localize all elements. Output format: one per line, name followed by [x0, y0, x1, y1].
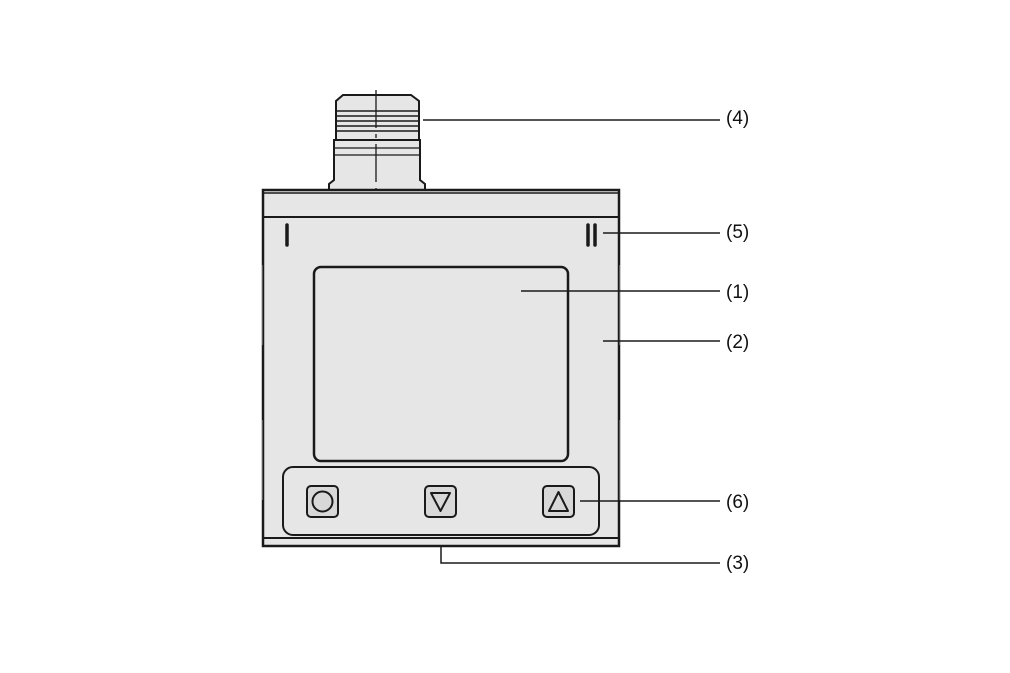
status-leds [285, 223, 597, 247]
down-button[interactable] [424, 485, 457, 518]
callout-label-3: (3) [726, 553, 749, 574]
triangle-down-icon [430, 492, 451, 512]
connector [328, 94, 426, 191]
callout-label-4: (4) [726, 108, 749, 129]
leader-lines [423, 119, 720, 564]
connector-cap [335, 94, 420, 141]
mode-button[interactable] [306, 485, 339, 518]
callout-label-2: (2) [726, 332, 749, 353]
triangle-up-icon [548, 491, 569, 512]
leader-line-3 [440, 546, 720, 564]
callout-label-6: (6) [726, 492, 749, 513]
up-button[interactable] [542, 485, 575, 518]
callout-label-1: (1) [726, 282, 749, 303]
circle-icon [311, 490, 334, 513]
display-window [312, 265, 570, 463]
callout-label-5: (5) [726, 222, 749, 243]
